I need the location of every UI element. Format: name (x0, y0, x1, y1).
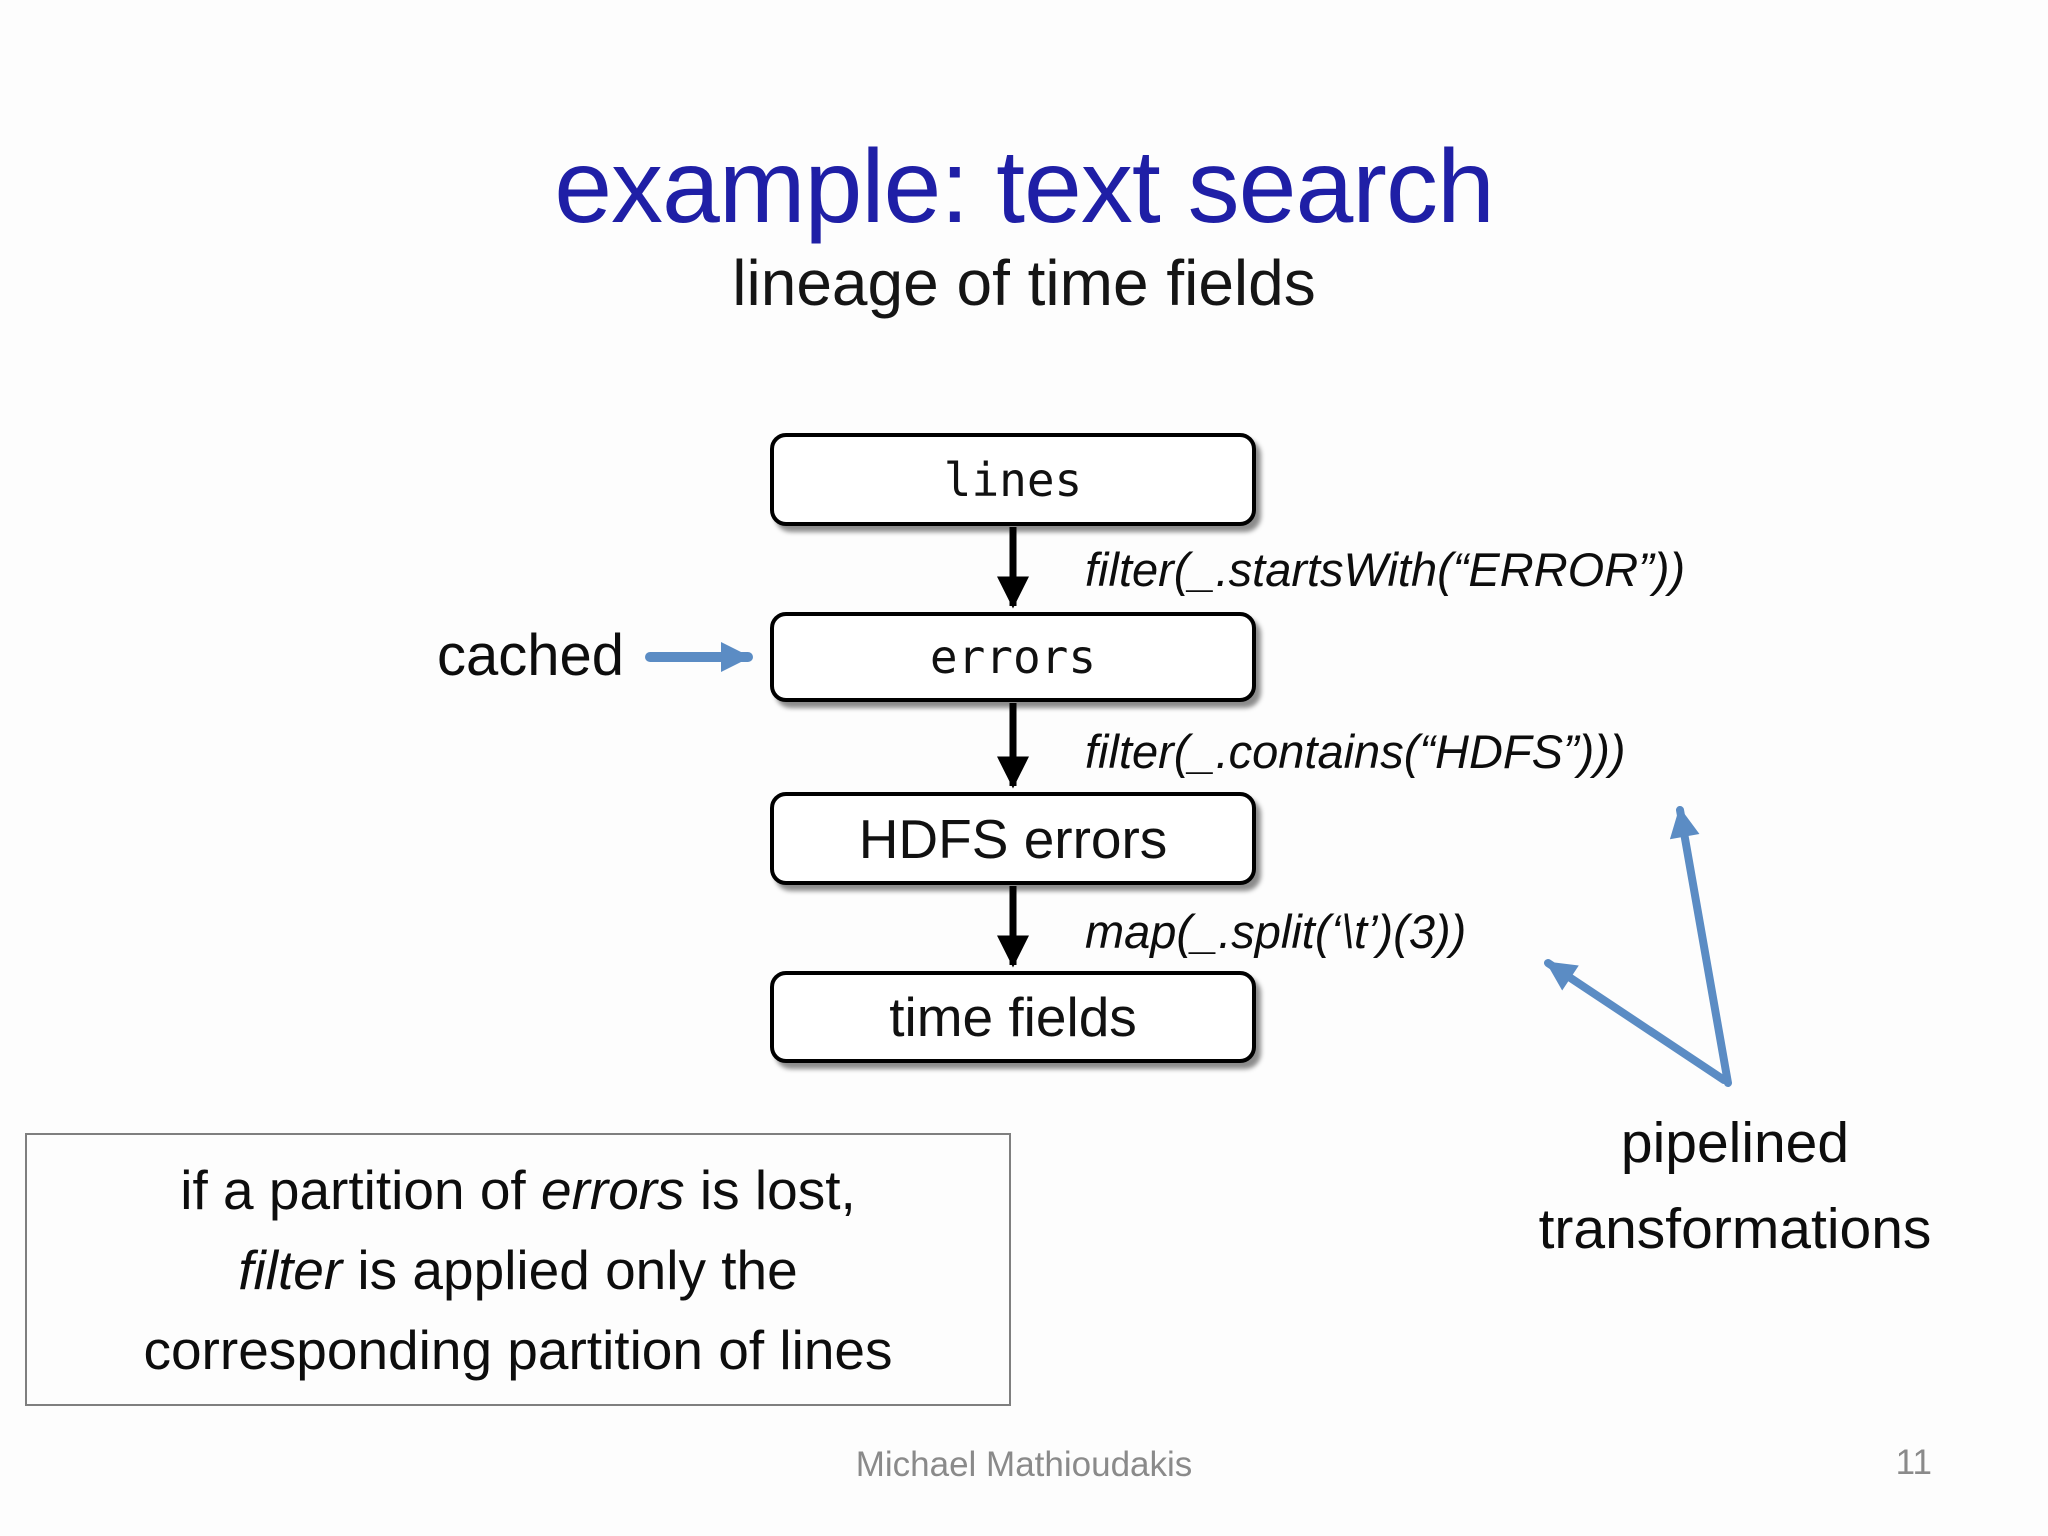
note-line-2: filter is applied only the (238, 1238, 798, 1301)
node-time-fields: time fields (770, 971, 1256, 1063)
node-time-fields-label: time fields (889, 986, 1137, 1048)
cached-label: cached (437, 623, 625, 688)
pipelined-line2: transformations (1538, 1197, 1932, 1261)
note-box: if a partition of errors is lost, filter… (25, 1133, 1011, 1406)
node-hdfs-errors-label: HDFS errors (858, 807, 1168, 870)
pipelined-arrow-to-map (1544, 959, 1728, 1084)
slide-title: example: text search (554, 129, 1495, 245)
node-errors-label: errors (929, 630, 1097, 684)
edge-label-filter-contains: filter(_.contains(“HDFS”))) (1085, 725, 1626, 778)
note-line-1: if a partition of errors is lost, (180, 1158, 856, 1221)
footer-author: Michael Mathioudakis (855, 1445, 1193, 1484)
node-errors: errors (770, 612, 1256, 702)
node-lines: lines (770, 433, 1256, 526)
pipelined-arrow-to-filter (1669, 806, 1732, 1087)
footer-page-number: 11 (1895, 1443, 1932, 1482)
note-line-3: corresponding partition of lines (143, 1318, 893, 1381)
edge-label-map-split: map(_.split(‘\t’)(3)) (1085, 905, 1467, 958)
pipelined-transformations-label: pipelined transformations (1410, 1100, 2048, 1272)
edge-label-filter-startswith: filter(_.startsWith(“ERROR”)) (1085, 543, 1686, 596)
node-lines-label: lines (943, 452, 1083, 507)
pipelined-line1: pipelined (1620, 1111, 1850, 1175)
slide-subtitle: lineage of time fields (732, 247, 1316, 319)
node-hdfs-errors: HDFS errors (770, 792, 1256, 885)
